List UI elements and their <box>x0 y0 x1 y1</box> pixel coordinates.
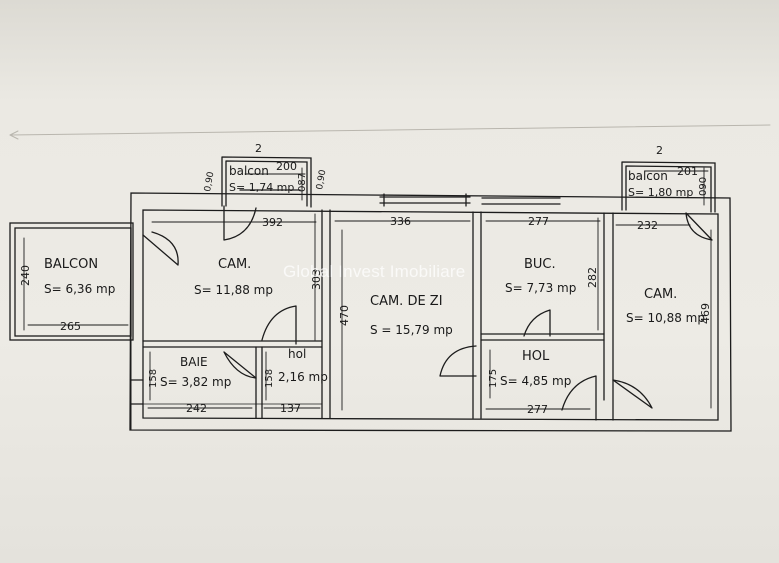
balcon-left-area: S= 6,36 mp <box>44 282 115 296</box>
door-buc <box>523 309 551 337</box>
window-cam-zi <box>379 193 471 207</box>
balcon-top-left-outline <box>221 156 312 208</box>
wall-buc-hol <box>480 333 605 341</box>
cam-left-name: CAM. <box>218 257 251 272</box>
hol-small-dim-v: 158 <box>264 369 275 388</box>
cam-left-dim-h: 392 <box>262 216 283 229</box>
hol-dim-v: 175 <box>488 369 499 388</box>
balcon-top-right-outline <box>621 161 716 213</box>
cam-zi-dim-h: 336 <box>390 215 411 228</box>
cam-zi-dim-v: 470 <box>338 305 351 326</box>
balcon-top-right-area: S= 1,80 mp <box>628 186 693 199</box>
wall-cam-zi-left <box>321 209 331 419</box>
hol-area: S= 4,85 mp <box>500 374 571 388</box>
cam-zi-name: CAM. DE ZI <box>370 294 443 309</box>
balcon-left-name: BALCON <box>44 257 98 272</box>
reference-line <box>9 124 771 136</box>
balcon-top-right-dim-h: 201 <box>677 165 698 178</box>
door-cam-left <box>261 305 297 345</box>
cam-left-dim-v: 303 <box>310 269 323 290</box>
mark-two-left: 2 <box>255 142 262 155</box>
hol-small-name: hol <box>288 347 306 361</box>
hol-small-dim-h: 137 <box>280 402 301 415</box>
cam-right-name: CAM. <box>644 287 677 302</box>
outer-wall <box>129 192 732 432</box>
cam-right-dim-h: 232 <box>637 219 658 232</box>
balcon-left-dim-h: 265 <box>60 320 81 333</box>
watermark: Global Invest Imobiliare <box>283 262 466 281</box>
balcon-top-left-area: S= 1,74 mp <box>229 181 294 194</box>
door-balcon-top-left <box>223 205 257 241</box>
hol-dim-h: 277 <box>527 403 548 416</box>
buc-dim-h: 277 <box>528 215 549 228</box>
balcon-top-left-name: balcon <box>229 164 269 178</box>
balcon-left-outline <box>9 222 134 341</box>
door-entrance <box>561 375 597 421</box>
door-balcon-left <box>142 231 179 266</box>
baie-name: BAIE <box>180 355 208 369</box>
baie-area: S= 3,82 mp <box>160 375 231 389</box>
balcon-top-left-dim-h: 200 <box>276 160 297 173</box>
buc-dim-v: 282 <box>586 267 599 288</box>
hol-small-area: 2,16 mp <box>278 370 328 384</box>
mark-small-mid: 0,90 <box>315 169 328 191</box>
cam-right-dim-v: 469 <box>699 303 712 324</box>
balcon-top-left-dim-v: 087 <box>297 173 308 192</box>
balcon-left-dim-v: 240 <box>19 265 32 286</box>
wall-baie-hol <box>255 346 263 419</box>
cam-zi-area: S = 15,79 mp <box>370 323 453 337</box>
baie-dim-v: 158 <box>148 369 159 388</box>
cam-right-area: S= 10,88 mp <box>626 311 705 325</box>
mark-small-left: 0,90 <box>203 171 216 193</box>
cam-left-area: S= 11,88 mp <box>194 283 273 297</box>
wall-cam-right <box>603 212 614 421</box>
hol-name: HOL <box>522 349 550 364</box>
wall-baie-top <box>142 340 323 348</box>
door-cam-right <box>612 379 653 409</box>
mark-two-right: 2 <box>656 144 663 157</box>
baie-dim-h: 242 <box>186 402 207 415</box>
buc-area: S= 7,73 mp <box>505 281 576 295</box>
door-baie <box>223 351 257 379</box>
door-cam-zi <box>439 345 477 377</box>
balcon-top-right-name: balcon <box>628 169 668 183</box>
door-balcon-top-right <box>685 212 713 241</box>
wall-cam-zi-right <box>472 211 482 419</box>
balcon-top-right-dim-v: 090 <box>698 177 709 196</box>
buc-name: BUC. <box>524 257 556 272</box>
window-buc <box>481 197 561 205</box>
